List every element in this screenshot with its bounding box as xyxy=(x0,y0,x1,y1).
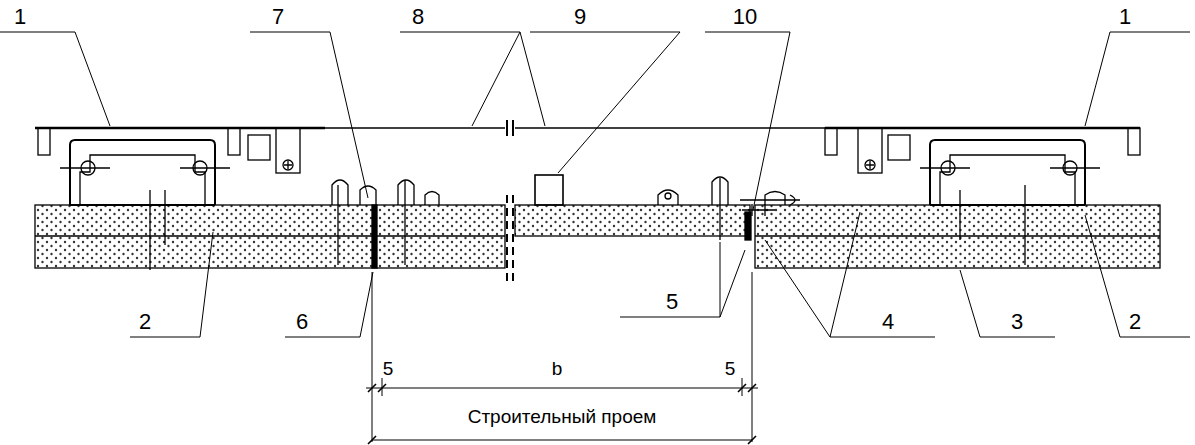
leader-line xyxy=(400,32,545,126)
board-joint xyxy=(35,235,505,236)
screw xyxy=(959,190,960,240)
leader-line xyxy=(765,212,935,337)
screw xyxy=(149,190,150,270)
callout-number: 4 xyxy=(880,311,896,333)
dimension-tick xyxy=(368,384,756,444)
dimension-label: b xyxy=(550,359,565,378)
callout-number: 6 xyxy=(294,311,310,333)
screw xyxy=(920,167,970,168)
c-profile xyxy=(70,204,215,206)
extension-line xyxy=(752,272,753,442)
callout-number: 2 xyxy=(137,311,153,333)
leader-line xyxy=(530,32,680,173)
bracket xyxy=(248,135,270,160)
clip xyxy=(360,186,376,205)
screw xyxy=(719,178,720,240)
dimension-label: Строительный проем xyxy=(466,407,659,426)
dimension-line xyxy=(366,388,758,389)
trim-line xyxy=(515,127,825,128)
plate-tab xyxy=(1128,128,1140,155)
plate-tab xyxy=(38,128,50,155)
gypsum-board xyxy=(35,205,505,268)
clip xyxy=(332,180,348,205)
screw xyxy=(180,167,230,168)
callout-number: 5 xyxy=(664,291,680,313)
break-line xyxy=(506,120,508,136)
leader-line xyxy=(285,272,373,337)
leader-line xyxy=(1085,32,1190,126)
leaders xyxy=(0,32,1190,337)
bracket xyxy=(858,128,882,173)
leader-line xyxy=(130,232,213,337)
leader-line xyxy=(705,32,790,210)
bracket-screw xyxy=(284,161,292,169)
leader-line xyxy=(620,242,745,317)
callout-number: 8 xyxy=(410,6,426,28)
bracket-screw xyxy=(865,160,875,170)
callout-number: 10 xyxy=(731,6,759,28)
clip xyxy=(665,193,671,199)
stop-strip xyxy=(745,212,751,240)
bracket-screw xyxy=(283,160,293,170)
break-line xyxy=(506,195,508,285)
c-profile xyxy=(80,155,205,205)
screw xyxy=(164,190,165,245)
leader-line xyxy=(1085,215,1190,337)
leader-line xyxy=(0,32,110,126)
screw xyxy=(404,180,405,265)
c-profile xyxy=(930,204,1085,206)
bracket xyxy=(888,135,910,160)
bracket-screw xyxy=(866,161,874,169)
screws xyxy=(150,178,1025,270)
door-edge xyxy=(372,205,377,268)
board-joint xyxy=(755,235,1160,236)
dimension xyxy=(366,272,758,444)
gypsum-board xyxy=(755,205,1160,268)
break-line xyxy=(512,120,514,136)
clip xyxy=(398,180,414,205)
clip xyxy=(425,192,439,206)
callout-number: 7 xyxy=(270,6,286,28)
callout-number: 1 xyxy=(1117,6,1133,28)
c-profile xyxy=(70,140,215,205)
screw xyxy=(1050,167,1100,168)
gypsum-board xyxy=(515,205,750,236)
leader-line xyxy=(250,32,368,198)
callout-number: 1 xyxy=(12,6,28,28)
extension-line xyxy=(372,272,373,442)
screw xyxy=(1024,185,1025,265)
clip xyxy=(765,192,785,206)
plate-tab xyxy=(228,128,240,155)
lock-box xyxy=(535,175,563,205)
dimension-label: 5 xyxy=(381,359,396,378)
dimension-label: 5 xyxy=(723,359,738,378)
lock-pin xyxy=(740,195,800,205)
callout-number: 2 xyxy=(1127,311,1143,333)
plate-tab xyxy=(825,128,837,155)
screw xyxy=(337,185,338,265)
illustration xyxy=(0,32,1190,444)
callout-number: 3 xyxy=(1009,311,1025,333)
clip xyxy=(658,190,678,205)
break-line xyxy=(512,195,514,285)
dimension-line xyxy=(372,440,752,441)
c-profile xyxy=(930,140,1085,205)
callout-number: 9 xyxy=(572,6,588,28)
leader-line xyxy=(960,270,1055,337)
bracket xyxy=(276,128,300,173)
screw xyxy=(60,167,110,168)
